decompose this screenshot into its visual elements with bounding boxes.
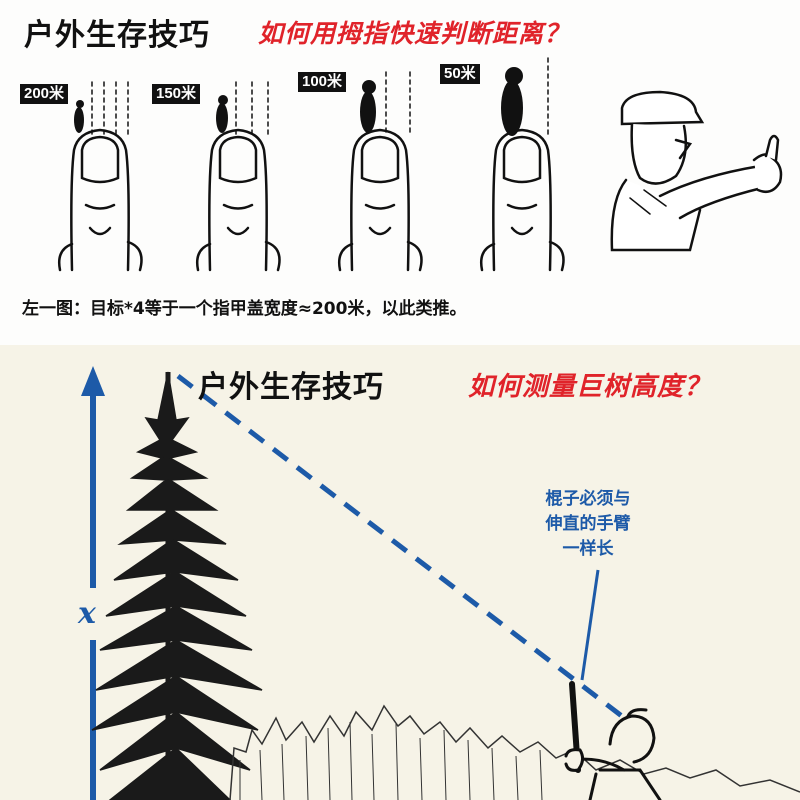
person-200-silhouette (74, 100, 84, 133)
top-title: 户外生存技巧 (24, 18, 210, 53)
distance-label-200: 200米 (20, 84, 69, 104)
thumb-100-illustration (338, 71, 423, 272)
thumb-50-illustration (480, 57, 565, 272)
stick-note-line-1: 棍子必须与 (545, 489, 631, 509)
person-100-silhouette (360, 80, 376, 133)
sight-line (176, 374, 642, 732)
thumb-150-illustration (196, 81, 281, 272)
soldier-thumb-illustration (610, 90, 783, 252)
top-subtitle: 如何用拇指快速判断距离？ (258, 19, 571, 48)
distance-label-50: 50米 (440, 64, 480, 84)
stick-note-line-2: 伸直的手臂 (545, 514, 631, 534)
height-variable-label: x (78, 596, 96, 631)
distant-forest (229, 704, 800, 800)
bottom-title: 户外生存技巧 (198, 370, 384, 405)
man-with-stick-drawing (564, 681, 662, 800)
stick-note-pointer (580, 569, 600, 681)
fir-tree-drawing (91, 371, 263, 800)
stick-length-note: 棍子必须与 伸直的手臂 一样长 (528, 487, 648, 562)
thumb-caption: 左一图：目标*4等于一个指甲盖宽度≈200米，以此类推。 (22, 299, 467, 319)
thumb-200-illustration (58, 81, 143, 272)
person-50-silhouette (501, 67, 523, 136)
thumb-illustration (58, 57, 783, 272)
distance-label-100: 100米 (298, 72, 347, 92)
height-arrow (81, 366, 105, 800)
distance-label-150: 150米 (152, 84, 201, 104)
stick-note-line-3: 一样长 (562, 539, 614, 559)
bottom-subtitle: 如何测量巨树高度？ (468, 372, 712, 402)
person-150-silhouette (216, 95, 228, 133)
